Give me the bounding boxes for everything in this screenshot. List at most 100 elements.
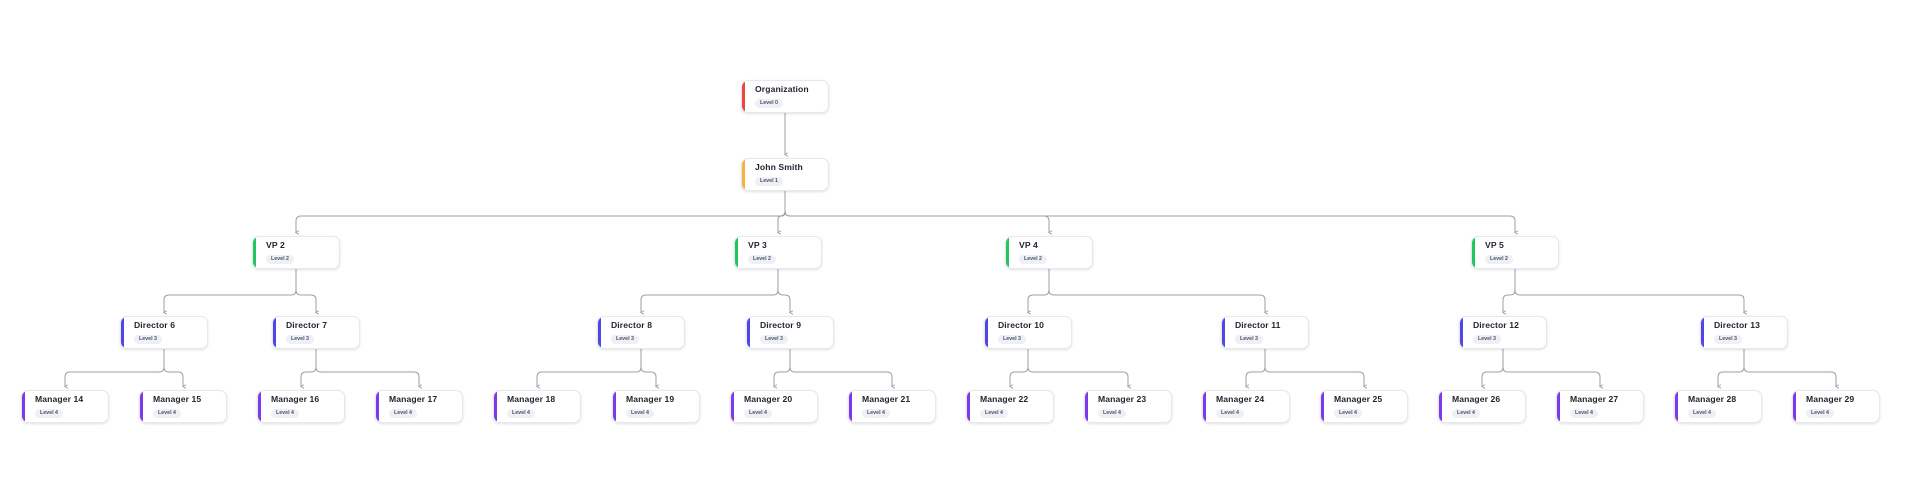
node-accent-bar (849, 391, 852, 422)
node-accent-bar (1203, 391, 1206, 422)
node-accent-bar (1006, 237, 1009, 268)
node-level-badge: Level 2 (1485, 254, 1513, 264)
org-node-n14[interactable]: Manager 14 Level 4 (21, 390, 109, 423)
connector-n6-n14 (63, 349, 165, 389)
connector-n9-n21 (789, 349, 896, 389)
node-accent-bar (1472, 237, 1475, 268)
org-node-n16[interactable]: Manager 16 Level 4 (257, 390, 345, 423)
node-level-badge: Level 3 (286, 334, 314, 344)
connector-n10-n23 (1027, 349, 1132, 389)
connector-n7-n17 (315, 349, 423, 389)
org-node-n5[interactable]: VP 5 Level 2 (1471, 236, 1559, 269)
node-accent-bar (1321, 391, 1324, 422)
node-title: John Smith (755, 162, 803, 173)
node-level-badge: Level 4 (35, 408, 63, 418)
node-accent-bar (967, 391, 970, 422)
connector-n8-n19 (640, 349, 660, 389)
node-accent-bar (1557, 391, 1560, 422)
connector-n9-n20 (772, 349, 791, 389)
node-level-badge: Level 4 (1452, 408, 1480, 418)
connector-n6-n15 (163, 349, 187, 389)
node-level-badge: Level 3 (1473, 334, 1501, 344)
node-title: VP 2 (266, 240, 285, 251)
node-title: Manager 16 (271, 394, 320, 405)
node-level-badge: Level 4 (1216, 408, 1244, 418)
org-node-n2[interactable]: VP 2 Level 2 (252, 236, 340, 269)
node-accent-bar (376, 391, 379, 422)
node-accent-bar (985, 317, 988, 348)
connector-n12-n26 (1480, 349, 1504, 389)
node-accent-bar (140, 391, 143, 422)
node-title: Director 7 (286, 320, 328, 331)
org-node-n21[interactable]: Manager 21 Level 4 (848, 390, 936, 423)
node-accent-bar (258, 391, 261, 422)
node-level-badge: Level 4 (1334, 408, 1362, 418)
node-level-badge: Level 4 (271, 408, 299, 418)
node-title: Manager 27 (1570, 394, 1619, 405)
org-node-n20[interactable]: Manager 20 Level 4 (730, 390, 818, 423)
connector-n5-n13 (1514, 269, 1748, 315)
node-title: Manager 14 (35, 394, 84, 405)
node-title: Manager 24 (1216, 394, 1265, 405)
node-accent-bar (735, 237, 738, 268)
connector-n1-n3 (776, 191, 786, 235)
connector-n11-n24 (1244, 349, 1266, 389)
node-title: Manager 20 (744, 394, 793, 405)
node-title: VP 3 (748, 240, 767, 251)
node-title: VP 5 (1485, 240, 1504, 251)
connector-n7-n16 (299, 349, 317, 389)
node-title: Manager 21 (862, 394, 911, 405)
node-accent-bar (121, 317, 124, 348)
node-level-badge: Level 0 (755, 98, 783, 108)
connector-n4-n11 (1048, 269, 1269, 315)
node-level-badge: Level 4 (744, 408, 772, 418)
connector-n12-n27 (1502, 349, 1604, 389)
node-title: Manager 23 (1098, 394, 1147, 405)
org-node-n24[interactable]: Manager 24 Level 4 (1202, 390, 1290, 423)
node-title: Manager 29 (1806, 394, 1855, 405)
org-node-n23[interactable]: Manager 23 Level 4 (1084, 390, 1172, 423)
node-accent-bar (22, 391, 25, 422)
node-accent-bar (1701, 317, 1704, 348)
connector-n4-n10 (1026, 269, 1050, 315)
node-title: Director 10 (998, 320, 1044, 331)
node-level-badge: Level 4 (862, 408, 890, 418)
node-level-badge: Level 4 (980, 408, 1008, 418)
connector-n13-n29 (1743, 349, 1840, 389)
node-accent-bar (731, 391, 734, 422)
node-accent-bar (747, 317, 750, 348)
node-accent-bar (1460, 317, 1463, 348)
node-accent-bar (494, 391, 497, 422)
node-accent-bar (598, 317, 601, 348)
connector-n3-n9 (777, 269, 794, 315)
node-title: Director 8 (611, 320, 653, 331)
org-node-n7[interactable]: Director 7 Level 3 (272, 316, 360, 349)
node-level-badge: Level 4 (1098, 408, 1126, 418)
node-title: Manager 28 (1688, 394, 1737, 405)
node-level-badge: Level 4 (626, 408, 654, 418)
node-level-badge: Level 2 (266, 254, 294, 264)
connector-n13-n28 (1716, 349, 1745, 389)
